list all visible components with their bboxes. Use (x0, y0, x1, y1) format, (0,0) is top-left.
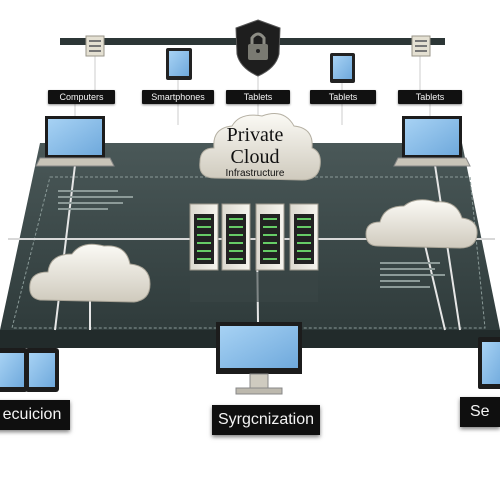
private-cloud-title: Private Cloud Infrastructure (205, 124, 305, 180)
cloud-title-line2: Cloud (230, 146, 280, 168)
private-cloud-shape (199, 113, 321, 181)
bottom-label-left: ecuicion (0, 400, 70, 430)
shield-lock-icon (235, 19, 281, 77)
top-label-tablets-3: Tablets (398, 90, 462, 104)
smartphones-bottom-icon (0, 348, 59, 392)
tablet-bottom-right-icon (478, 337, 500, 389)
text-placeholders (58, 190, 445, 288)
top-label-computers: Computers (48, 90, 115, 104)
server-rack-group (189, 203, 319, 302)
server-right-icon (411, 35, 431, 57)
laptop-right-icon (393, 116, 471, 167)
top-label-tablets-2: Tablets (310, 90, 376, 104)
cloud-right-shape (365, 199, 478, 249)
monitor-bottom-icon (216, 322, 302, 395)
bottom-label-right: Se (460, 397, 500, 427)
cloud-title-line1: Private (226, 124, 284, 146)
server-left-icon (85, 35, 105, 57)
top-label-tablets-1: Tablets (226, 90, 290, 104)
tablet-right-icon (330, 53, 355, 83)
bottom-label-center: Syrgcnization (212, 405, 320, 435)
cloud-left-shape (29, 243, 151, 303)
tablet-left-icon (166, 48, 192, 80)
top-label-smartphones: Smartphones (142, 90, 214, 104)
cloud-title-line3: Infrastructure (225, 168, 285, 179)
laptop-left-icon (35, 116, 115, 167)
